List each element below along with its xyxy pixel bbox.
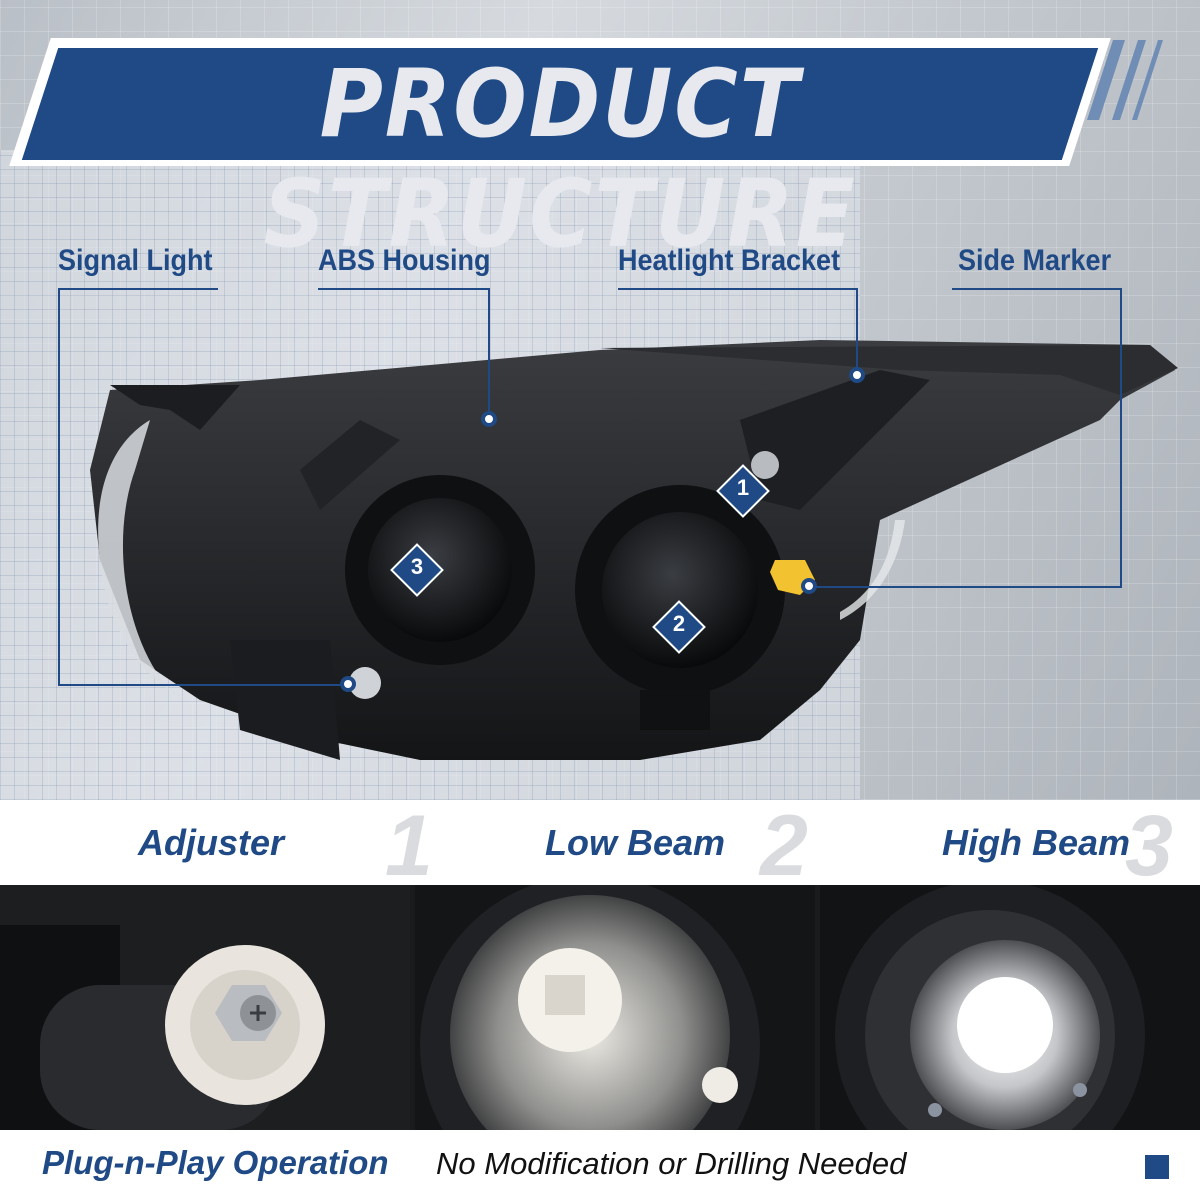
side-marker-marker — [801, 578, 817, 594]
detail-photos — [0, 885, 1200, 1130]
leader-line — [488, 288, 490, 418]
footer-subline: No Modification or Drilling Needed — [436, 1146, 907, 1181]
callout-side-marker: Side Marker — [958, 244, 1112, 277]
leader-line — [58, 288, 218, 290]
section-label-high-beam: High Beam — [942, 822, 1131, 863]
detail-photo-strip — [0, 885, 1200, 1130]
footer-headline: Plug-n-Play Operation — [42, 1144, 389, 1181]
page-title: PRODUCT STRUCTURE — [263, 50, 857, 269]
leader-line — [618, 288, 858, 290]
leader-line — [952, 288, 1122, 290]
bracket-marker — [849, 367, 865, 383]
leader-line — [318, 288, 490, 290]
hero-area: PRODUCT STRUCTURE Signal Light ABS Housi… — [0, 0, 1200, 800]
footer: Plug-n-Play Operation No Modification or… — [0, 1130, 1200, 1200]
callout-headlight-bracket: Heatlight Bracket — [618, 244, 841, 277]
callout-signal-light: Signal Light — [58, 244, 213, 277]
signal-light-marker — [340, 676, 356, 692]
leader-line — [58, 288, 60, 686]
leader-line — [1120, 288, 1122, 588]
badge-number: 3 — [410, 554, 424, 580]
section-labels: 1 2 3 Adjuster Low Beam High Beam — [0, 798, 1200, 894]
abs-housing-marker — [481, 411, 497, 427]
section-number-1: 1 — [385, 798, 433, 894]
section-number-2: 2 — [760, 798, 808, 894]
leader-line — [58, 684, 348, 686]
leader-line — [856, 288, 858, 374]
badge-number: 1 — [736, 475, 750, 501]
headlight-illustration — [90, 340, 1178, 760]
badge-number: 2 — [672, 611, 686, 637]
section-label-adjuster: Adjuster — [138, 822, 285, 863]
section-number-3: 3 — [1125, 798, 1173, 894]
leader-line — [810, 586, 1122, 588]
footer-square-icon — [1145, 1155, 1169, 1179]
section-label-low-beam: Low Beam — [545, 822, 726, 863]
callout-abs-housing: ABS Housing — [318, 244, 491, 277]
